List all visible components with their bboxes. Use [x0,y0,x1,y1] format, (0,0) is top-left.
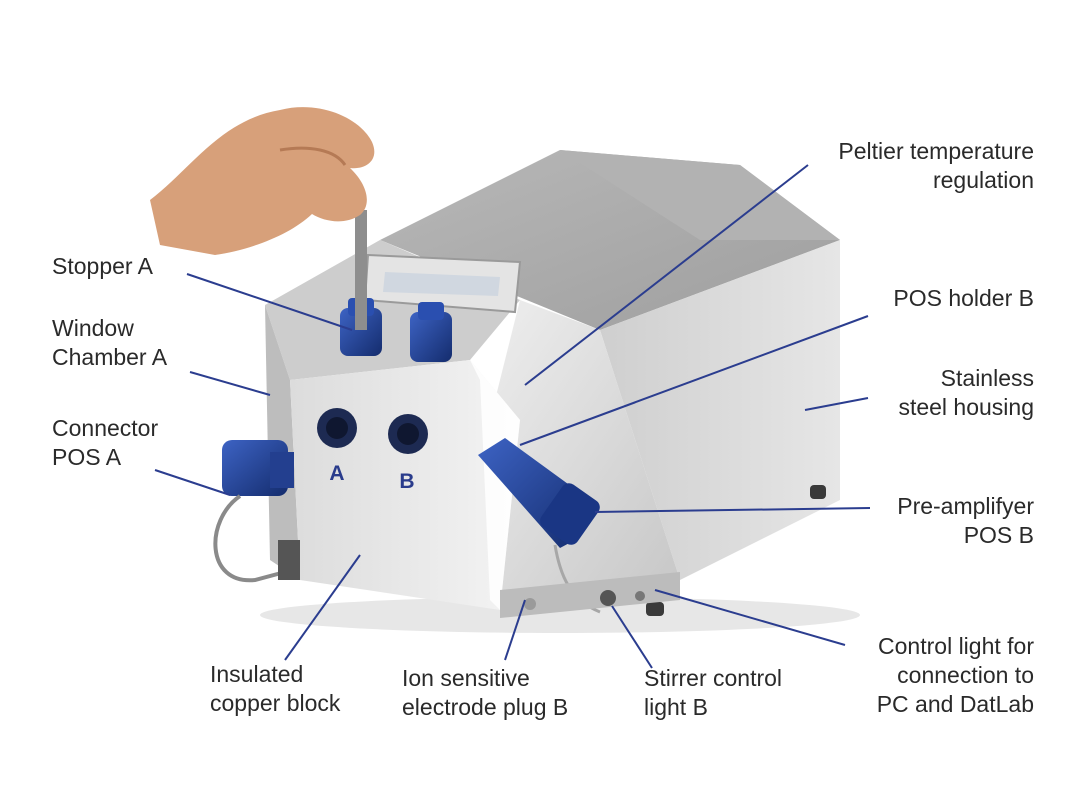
label-connector-pos-a: Connector POS A [52,415,159,470]
electrode-plug-base [500,572,680,618]
leader-stopper-a [186,273,353,331]
connector-pos-a-icon [213,440,300,583]
label-pos-holder-b: POS holder B [893,285,1034,311]
leader-control-light [654,589,846,646]
stirrer-control-light-icon [600,590,616,606]
label-stainless-steel-housing: Stainless steel housing [898,365,1034,420]
label-stopper-a: Stopper A [52,253,154,279]
leader-stainless-housing [804,397,869,411]
label-window-chamber-a: Window Chamber A [52,315,168,370]
label-peltier-temperature-regulation: Peltier temperature regulation [838,138,1034,193]
chamber-mark-a: A [329,462,344,485]
leader-window-chamber-a [189,371,271,396]
leader-pos-holder-b [519,315,869,446]
label-pre-amplifyer-pos-b: Pre-amplifyer POS B [897,493,1034,548]
label-stirrer-control-light-b: Stirrer control light B [644,665,783,720]
label-control-light: Control light for connection to PC and D… [876,633,1034,717]
front-panel-display [363,253,522,314]
leader-connector-pos-a [154,469,231,496]
leader-insulated-block [284,554,361,661]
leader-peltier [524,164,809,386]
leader-lines [154,164,871,669]
label-ion-sensitive-electrode-plug-b: Ion sensitive electrode plug B [402,665,569,720]
label-insulated-copper-block: Insulated copper block [210,661,341,716]
chamber-mark-b: B [399,470,414,493]
stainless-steel-housing [265,150,840,616]
leader-stirrer-light [611,605,653,669]
leader-preamplifier [594,507,871,513]
hand-icon [150,107,375,330]
control-light-icon [635,591,645,601]
leader-electrode-plug [504,599,526,661]
stopper-b-icon [410,302,452,362]
